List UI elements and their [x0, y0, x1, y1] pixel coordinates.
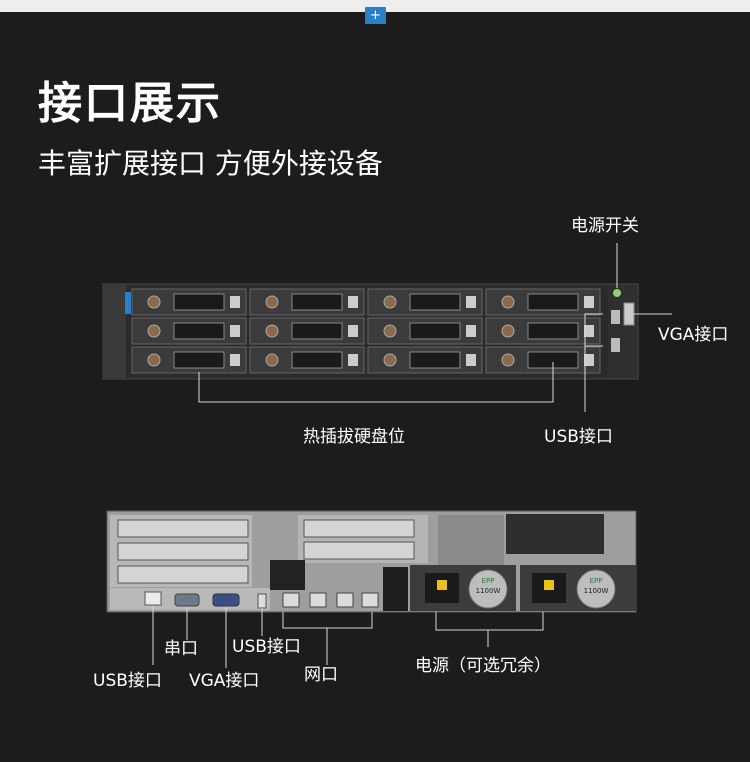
- label-rear-vga: VGA接口: [189, 671, 260, 691]
- drive-bay: [367, 346, 483, 374]
- label-front-usb: USB接口: [544, 427, 613, 447]
- drive-bay: [131, 317, 247, 345]
- drive-bay: [249, 346, 365, 374]
- page-title: 接口展示: [38, 78, 222, 129]
- label-rear-usb-mid: USB接口: [232, 637, 301, 657]
- add-button[interactable]: +: [365, 7, 386, 24]
- label-rear-usb: USB接口: [93, 671, 162, 691]
- front-drive-bays: [131, 288, 601, 374]
- front-panel-ports: [611, 289, 635, 352]
- label-power-supply: 电源（可选冗余）: [415, 656, 551, 676]
- drive-bay: [131, 346, 247, 374]
- label-network-ports: 网口: [304, 665, 338, 685]
- label-power-switch: 电源开关: [571, 216, 639, 236]
- psu2-badge-brand: EPP: [590, 577, 603, 585]
- drive-bay: [131, 288, 247, 316]
- label-front-vga: VGA接口: [658, 325, 729, 345]
- pcie-slot: [117, 542, 249, 561]
- drive-bay: [249, 288, 365, 316]
- rear-ports: [144, 591, 379, 609]
- psu1-badge-brand: EPP: [482, 577, 495, 585]
- page-subtitle: 丰富扩展接口 方便外接设备: [38, 147, 383, 180]
- label-serial-port: 串口: [164, 639, 198, 659]
- pcie-slot: [117, 519, 249, 538]
- top-toolbar: [0, 0, 750, 12]
- drive-bay: [485, 288, 601, 316]
- drive-bay: [367, 288, 483, 316]
- drive-bay: [485, 346, 601, 374]
- psu2-badge-watt: 1100W: [584, 587, 609, 595]
- psu1-badge-watt: 1100W: [476, 587, 501, 595]
- label-hot-swap-bays: 热插拔硬盘位: [303, 427, 405, 447]
- drive-bay: [485, 317, 601, 345]
- rear-pcie-slots: [117, 519, 415, 584]
- pcie-slot: [117, 565, 249, 584]
- power-supplies: EPP 1100W EPP 1100W: [410, 565, 636, 611]
- drive-bay: [367, 317, 483, 345]
- pcie-slot: [303, 541, 415, 560]
- drive-bay: [249, 317, 365, 345]
- pcie-slot: [303, 519, 415, 538]
